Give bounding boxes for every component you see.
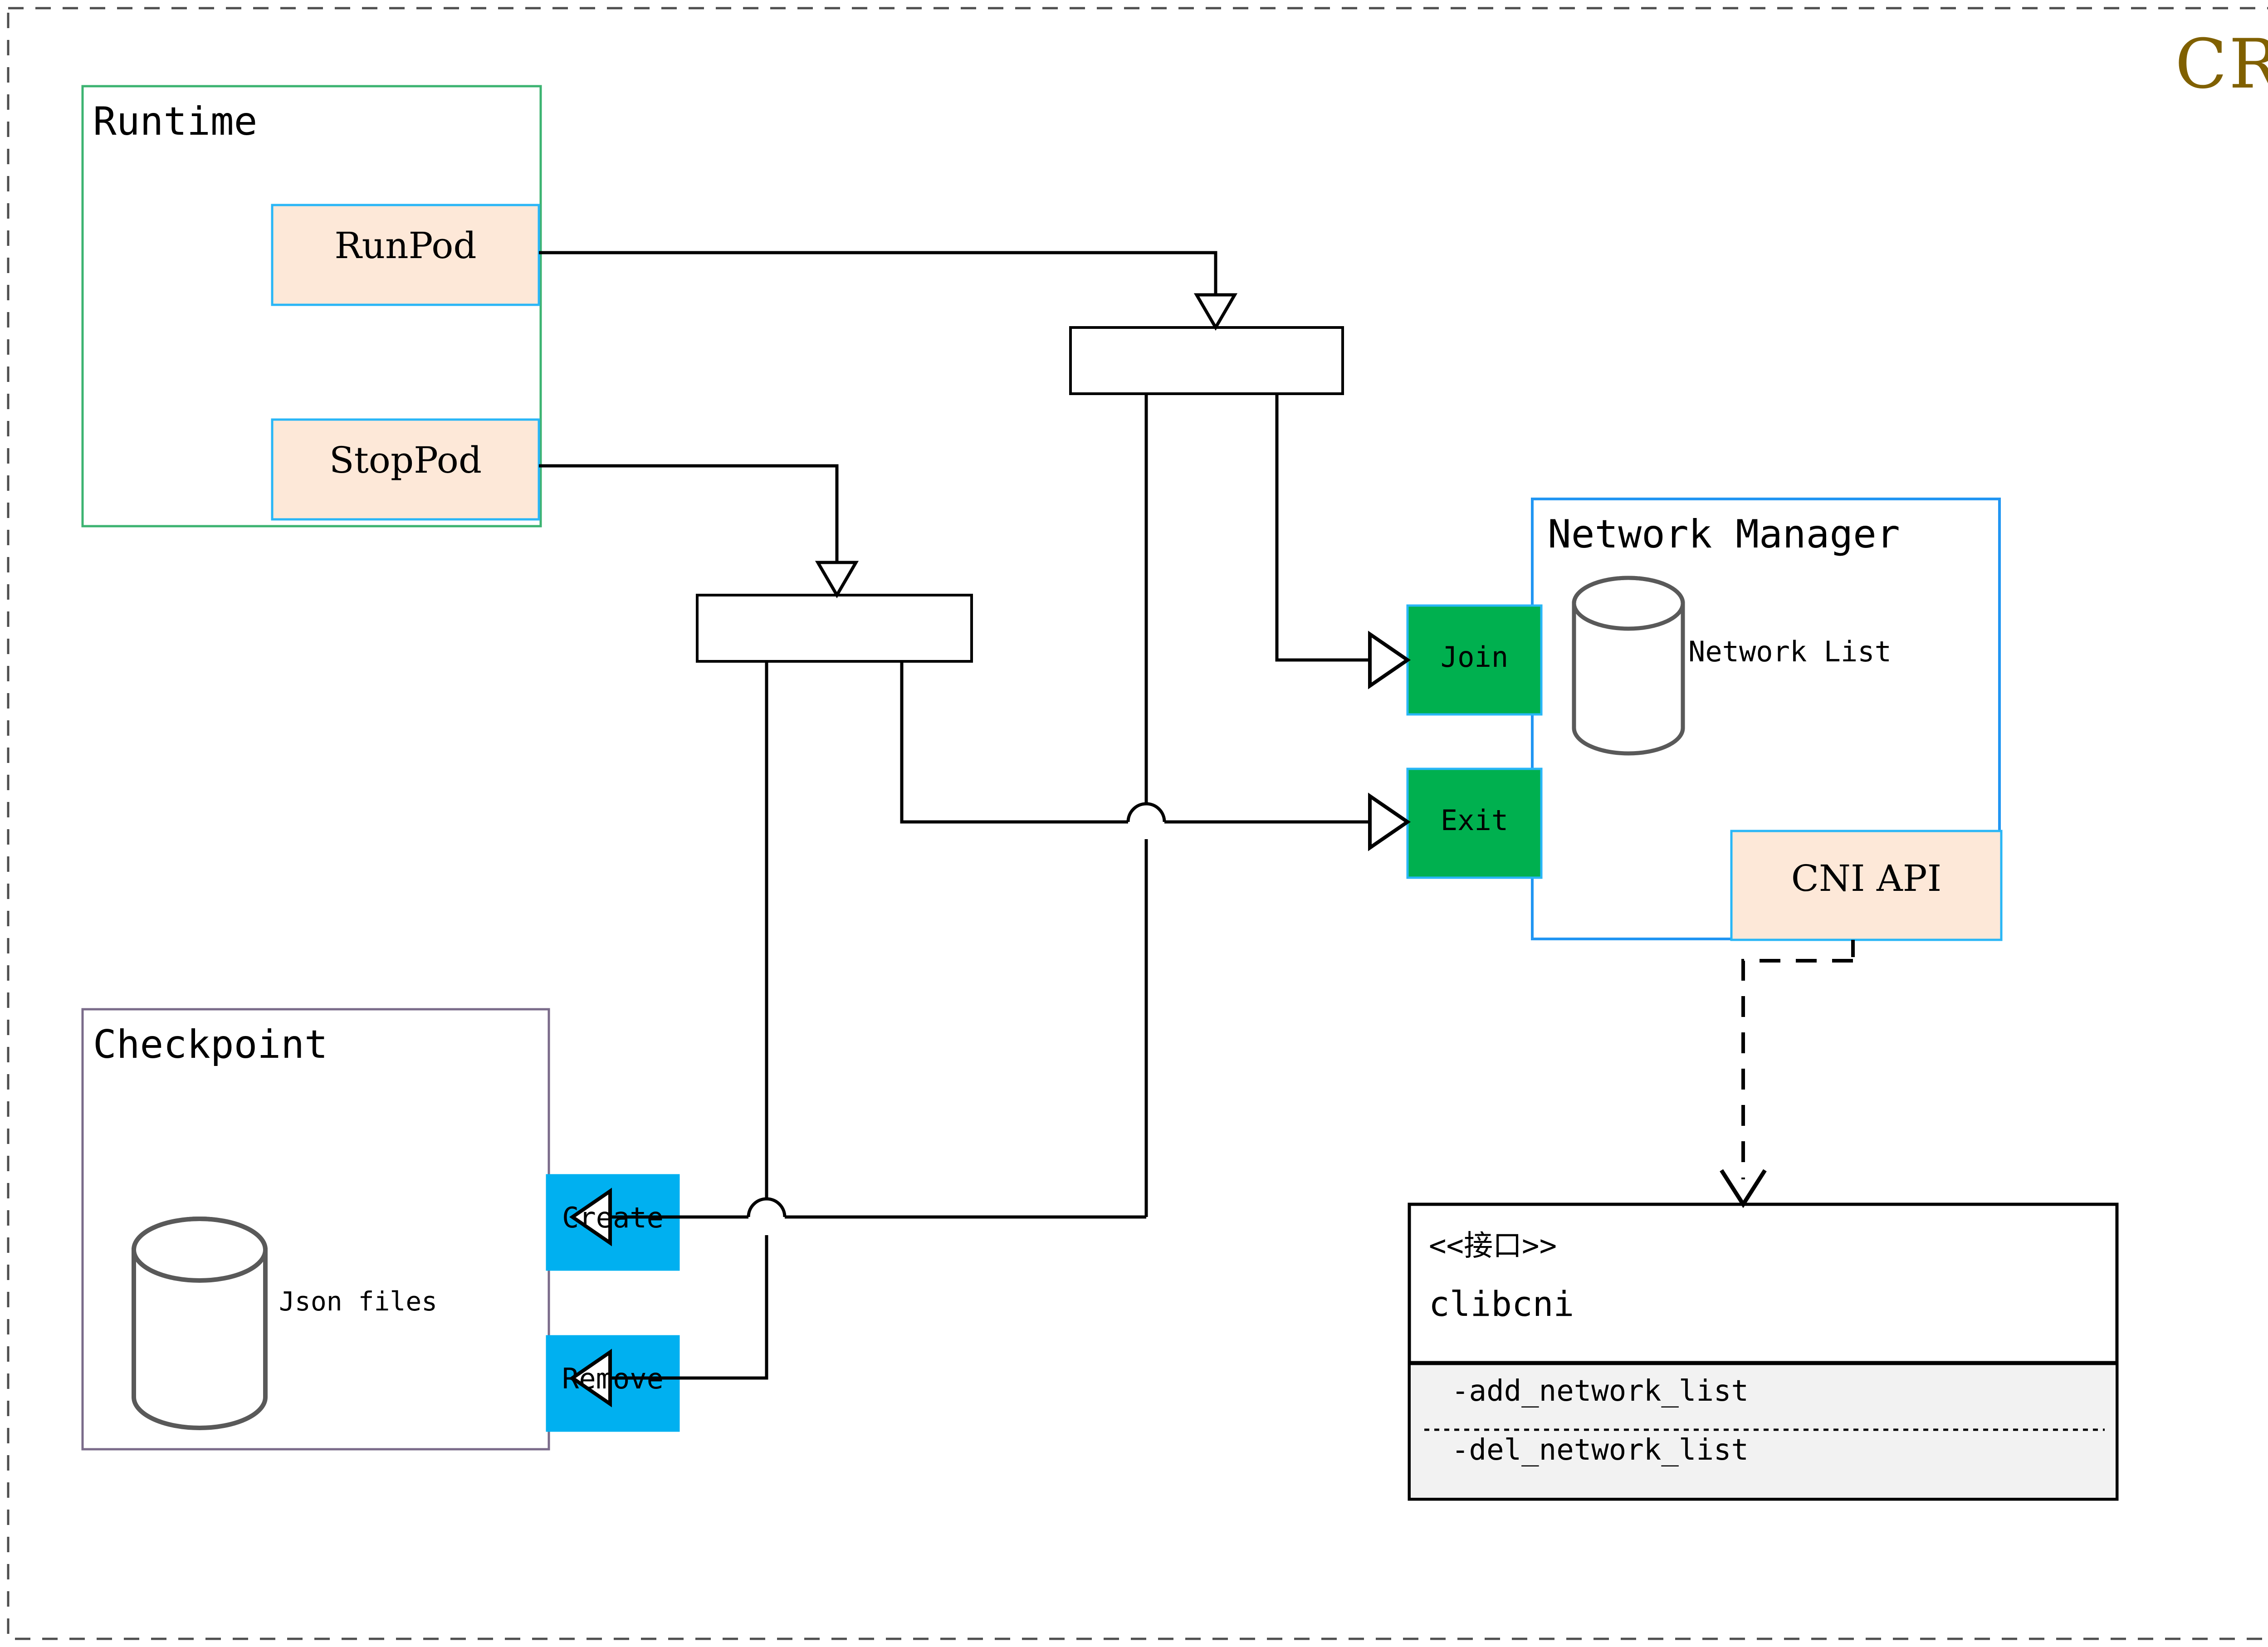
connector-stoppod-to-fork bbox=[539, 464, 839, 562]
cni-api-box bbox=[1730, 830, 2003, 941]
checkpoint-group-label: Checkpoint bbox=[93, 1022, 328, 1067]
json-files-label: Json files bbox=[279, 1286, 438, 1317]
runpod-box bbox=[271, 204, 540, 306]
arrowhead-exit bbox=[1368, 792, 1411, 851]
diagram-title: CRI bbox=[2175, 25, 2268, 104]
remove-box bbox=[546, 1335, 680, 1432]
checkpoint-group-box bbox=[81, 1008, 550, 1451]
fork-bar-upper bbox=[1069, 326, 1344, 395]
exit-box bbox=[1406, 767, 1543, 879]
connector-fork-to-create bbox=[610, 1197, 1146, 1219]
clibcni-stereotype: <<接口>> bbox=[1429, 1229, 1557, 1263]
connector-fork-to-join bbox=[1275, 394, 1370, 662]
cni-api-label[interactable]: CNI API bbox=[1791, 857, 1942, 899]
join-label[interactable]: Join bbox=[1440, 640, 1509, 674]
arrowhead-create bbox=[569, 1188, 612, 1246]
stoppod-label[interactable]: StopPod bbox=[329, 439, 482, 481]
arrowhead-runpod-fork bbox=[1193, 293, 1238, 331]
runpod-label[interactable]: RunPod bbox=[334, 225, 477, 267]
json-files-cylinder-icon bbox=[132, 1217, 268, 1430]
create-label[interactable]: Create bbox=[562, 1201, 664, 1234]
connector-fork-to-remove bbox=[610, 661, 768, 1380]
stoppod-box bbox=[271, 418, 540, 521]
fork-bar-lower bbox=[696, 594, 973, 663]
remove-label[interactable]: Remove bbox=[562, 1362, 664, 1395]
clibcni-method-del: -del_network_list bbox=[1452, 1433, 1749, 1467]
exit-label[interactable]: Exit bbox=[1440, 804, 1509, 837]
network-list-label: Network List bbox=[1688, 635, 1892, 668]
connector-fork-to-exit bbox=[900, 661, 1370, 824]
arrowhead-remove bbox=[569, 1349, 612, 1408]
arrowhead-clibcni bbox=[1720, 1169, 1767, 1208]
clibcni-method-add: -add_network_list bbox=[1452, 1374, 1749, 1408]
outer-frame bbox=[7, 7, 2268, 1640]
join-box bbox=[1406, 604, 1543, 716]
connector-cniapi-to-clibcni bbox=[1741, 940, 1855, 1179]
create-box bbox=[546, 1174, 680, 1271]
arrowhead-stoppod-fork bbox=[815, 561, 859, 598]
arrowhead-join bbox=[1368, 630, 1411, 689]
network-list-cylinder-icon bbox=[1572, 576, 1685, 756]
runtime-group-label: Runtime bbox=[93, 99, 258, 144]
clibcni-name: clibcni bbox=[1429, 1284, 1574, 1324]
connector-runpod-to-fork bbox=[539, 251, 1217, 295]
network-manager-group-label: Network Manager bbox=[1548, 512, 1900, 557]
